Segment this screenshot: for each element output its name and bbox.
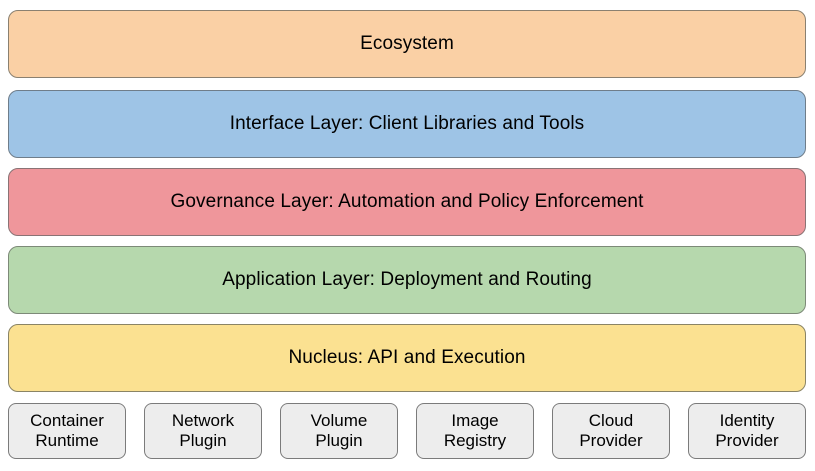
plugin-row: Container Runtime Network Plugin Volume … [8,403,806,459]
plugin-label-line1-cloud-provider: Cloud [588,410,634,430]
layer-label-governance-layer: Governance Layer: Automation and Policy … [170,190,644,212]
layer-box-interface-layer: Interface Layer: Client Libraries and To… [8,90,806,158]
plugin-box-network-plugin: Network Plugin [144,403,262,459]
plugin-box-cloud-provider: Cloud Provider [552,403,670,459]
plugin-label-line1-volume-plugin: Volume [310,410,368,430]
plugin-box-volume-plugin: Volume Plugin [280,403,398,459]
plugin-label-line2-network-plugin: Plugin [179,431,227,450]
plugin-box-container-runtime: Container Runtime [8,403,126,459]
plugin-label-line2-identity-provider: Provider [715,431,779,450]
plugin-label-line2-cloud-provider: Provider [579,431,643,450]
plugin-label-line2-image-registry: Registry [443,431,507,450]
plugin-label-line2-volume-plugin: Plugin [315,431,363,450]
plugin-label-line1-identity-provider: Identity [719,410,775,430]
layer-box-ecosystem: Ecosystem [8,10,806,78]
layer-box-nucleus: Nucleus: API and Execution [8,324,806,392]
layer-label-interface-layer: Interface Layer: Client Libraries and To… [229,112,585,134]
plugin-label-line1-container-runtime: Container [30,410,104,430]
plugin-label-line1-network-plugin: Network [171,410,235,430]
layer-label-ecosystem: Ecosystem [360,32,454,54]
plugin-label-line1-image-registry: Image [451,410,499,430]
layer-box-application-layer: Application Layer: Deployment and Routin… [8,246,806,314]
plugin-box-identity-provider: Identity Provider [688,403,806,459]
layer-box-governance-layer: Governance Layer: Automation and Policy … [8,168,806,236]
plugin-label-line2-container-runtime: Runtime [35,431,99,450]
layer-label-nucleus: Nucleus: API and Execution [288,346,526,368]
layer-label-application-layer: Application Layer: Deployment and Routin… [222,268,592,290]
plugin-box-image-registry: Image Registry [416,403,534,459]
